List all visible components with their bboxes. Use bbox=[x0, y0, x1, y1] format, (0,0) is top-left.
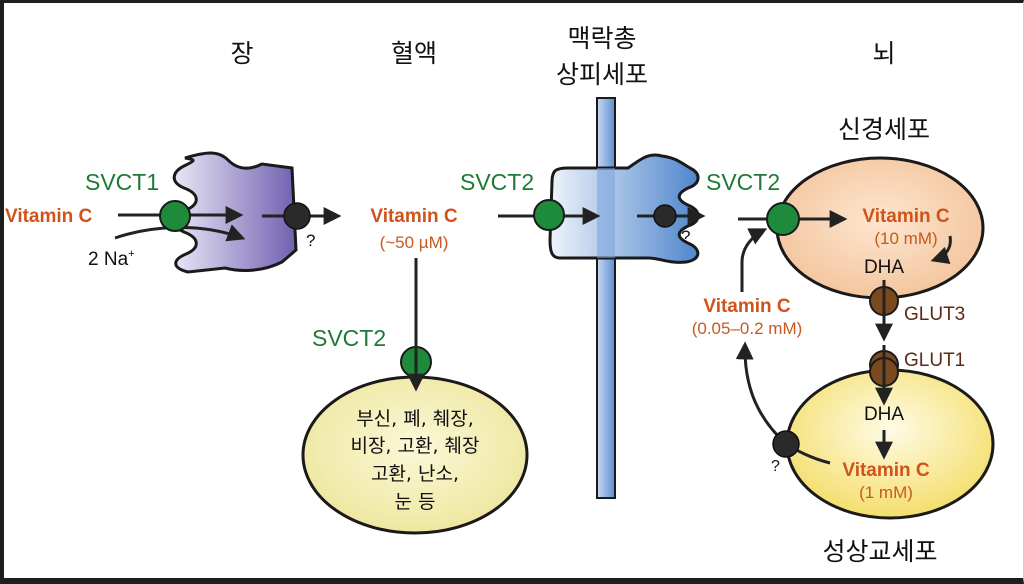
svct2-neuron-label: SVCT2 bbox=[706, 169, 780, 195]
header-intestine: 장 bbox=[230, 39, 253, 68]
header-brain: 뇌 bbox=[872, 39, 895, 68]
header-blood: 혈액 bbox=[391, 39, 437, 68]
tissue-list-line2: 비장, 고환, 췌장 bbox=[350, 435, 479, 457]
vitamin-c-neuron-label: Vitamin C bbox=[862, 206, 950, 227]
svct2-transporter-choroid bbox=[533, 199, 565, 231]
choroid-plexus-membrane bbox=[596, 97, 616, 499]
choroid-bar-overlap bbox=[597, 168, 615, 258]
astrocyte-label: 성상교세포 bbox=[822, 537, 937, 566]
unknown-efflux-transporter-intestine bbox=[283, 202, 311, 230]
svct2-transporter-neuron bbox=[766, 202, 800, 236]
svct2-choroid-label: SVCT2 bbox=[460, 169, 534, 195]
unknown-efflux-transporter-astrocyte bbox=[772, 430, 800, 458]
vitamin-c-csf-label: Vitamin C bbox=[703, 296, 791, 317]
recycling-arrow-up bbox=[735, 341, 788, 446]
unknown-mark-choroid: ? bbox=[681, 227, 690, 246]
sodium-label: 2 Na+ bbox=[88, 248, 135, 270]
unknown-mark-intestine: ? bbox=[306, 231, 315, 250]
dha-astrocyte-label: DHA bbox=[864, 404, 904, 425]
glut3-label: GLUT3 bbox=[904, 304, 965, 325]
choroid-epithelial-cell bbox=[548, 153, 700, 264]
header-choroid-line1: 맥락총 bbox=[567, 24, 636, 53]
svct1-label: SVCT1 bbox=[85, 169, 159, 195]
vitamin-c-blood-label: Vitamin C bbox=[370, 206, 458, 227]
dha-neuron-label: DHA bbox=[864, 257, 904, 278]
unknown-mark-astrocyte: ? bbox=[771, 458, 780, 475]
svct2-tissue-label: SVCT2 bbox=[312, 325, 386, 351]
vitamin-c-neuron-concentration: (10 mM) bbox=[874, 229, 937, 248]
csf-to-neuron-arrow bbox=[740, 228, 768, 292]
header-choroid-line2: 상피세포 bbox=[556, 60, 648, 89]
vitamin-c-blood-concentration: (~50 µM) bbox=[380, 233, 449, 252]
oxidation-arrow bbox=[930, 235, 952, 264]
vitamin-c-csf-concentration: (0.05–0.2 mM) bbox=[692, 319, 803, 338]
svct1-transporter bbox=[159, 200, 191, 232]
enterocyte-cell bbox=[172, 151, 298, 274]
vitamin-c-astrocyte-concentration: (1 mM) bbox=[859, 483, 913, 502]
tissue-list-line3: 고환, 난소, bbox=[371, 463, 459, 485]
tissue-list-line4: 눈 등 bbox=[395, 491, 436, 513]
vitamin-c-intestine-label: Vitamin C bbox=[5, 206, 93, 227]
unknown-efflux-transporter-choroid bbox=[653, 204, 677, 228]
glut1-label: GLUT1 bbox=[904, 350, 965, 371]
vitamin-c-astrocyte-label: Vitamin C bbox=[842, 460, 930, 481]
tissue-list-line1: 부신, 폐, 췌장, bbox=[356, 408, 474, 430]
neuron-label: 신경세포 bbox=[838, 115, 930, 144]
